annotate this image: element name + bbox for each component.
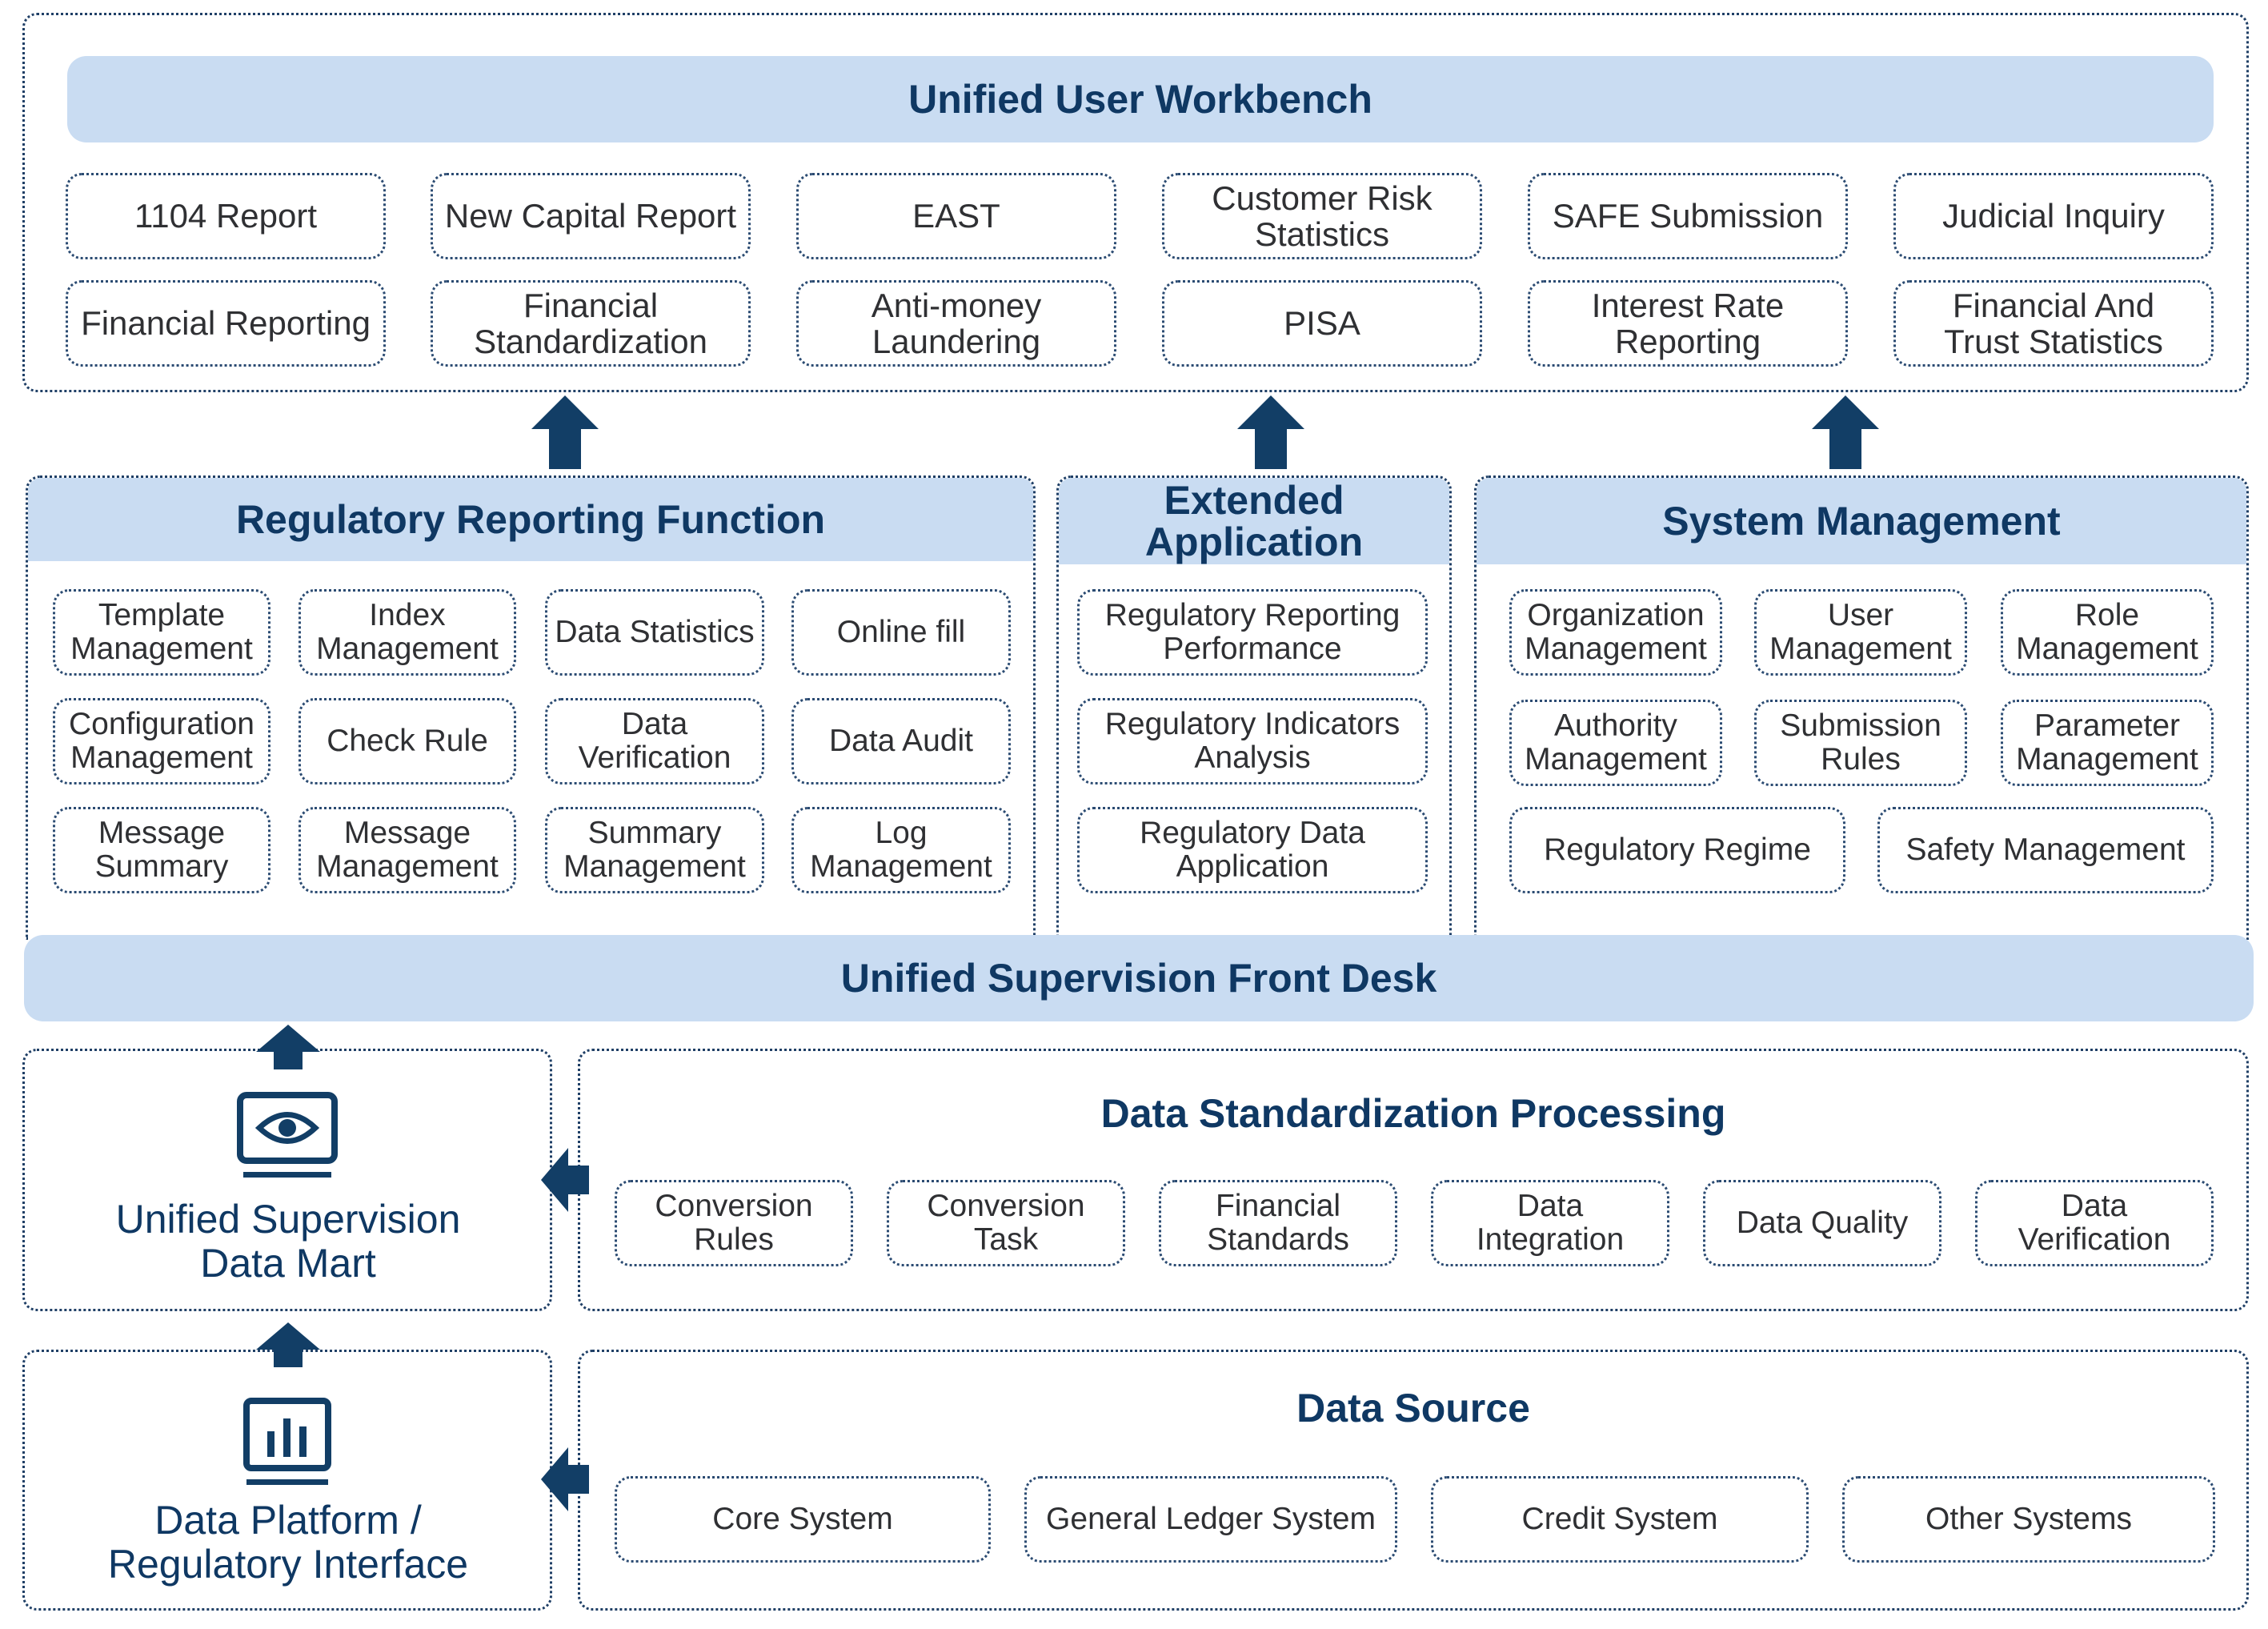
regulatory-item: Check Rule: [299, 698, 516, 784]
workbench-item: Judicial Inquiry: [1893, 173, 2214, 259]
system-item-wide: Regulatory Regime: [1509, 807, 1845, 893]
system-title: System Management: [1477, 478, 2246, 564]
up-arrow-icon: [256, 1025, 320, 1069]
system-item: Organization Management: [1509, 589, 1722, 676]
regulatory-item: Data Statistics: [545, 589, 764, 676]
standardization-panel: [578, 1049, 2249, 1311]
extended-title: Extended Application: [1059, 478, 1449, 564]
regulatory-item: Online fill: [791, 589, 1011, 676]
system-item: Authority Management: [1509, 700, 1722, 786]
bar-chart-monitor-icon: [243, 1398, 331, 1491]
left-arrow-icon: [541, 1447, 589, 1511]
regulatory-title: Regulatory Reporting Function: [28, 478, 1033, 561]
regulatory-item: Message Summary: [53, 807, 270, 893]
left-arrow-icon: [541, 1148, 589, 1212]
extended-item: Regulatory Data Application: [1077, 807, 1428, 893]
extended-item: Regulatory Reporting Performance: [1077, 589, 1428, 676]
workbench-item: Financial Reporting: [66, 280, 386, 367]
standardization-item: Conversion Rules: [615, 1180, 853, 1266]
data-source-item: Other Systems: [1842, 1476, 2215, 1563]
workbench-item: SAFE Submission: [1528, 173, 1848, 259]
regulatory-item: Template Management: [53, 589, 270, 676]
regulatory-item: Configuration Management: [53, 698, 270, 784]
regulatory-item: Data Verification: [545, 698, 764, 784]
data-source-item: Credit System: [1431, 1476, 1809, 1563]
system-item: Parameter Management: [2001, 700, 2214, 786]
regulatory-item: Index Management: [299, 589, 516, 676]
system-item: Role Management: [2001, 589, 2214, 676]
data-mart-title: Unified Supervision Data Mart: [115, 1197, 461, 1286]
front-desk-band: Unified Supervision Front Desk: [24, 935, 2254, 1021]
data-source-item: General Ledger System: [1024, 1476, 1397, 1563]
workbench-item: New Capital Report: [431, 173, 751, 259]
standardization-item: Financial Standards: [1159, 1180, 1397, 1266]
workbench-title: Unified User Workbench: [67, 56, 2214, 142]
standardization-title: Data Standardization Processing: [1100, 1091, 1726, 1136]
platform-title: Data Platform / Regulatory Interface: [107, 1498, 469, 1587]
up-arrow-icon: [1812, 395, 1879, 469]
regulatory-item: Summary Management: [545, 807, 764, 893]
standardization-item: Data Verification: [1975, 1180, 2214, 1266]
workbench-item: Customer Risk Statistics: [1162, 173, 1482, 259]
extended-item: Regulatory Indicators Analysis: [1077, 698, 1428, 784]
workbench-item: PISA: [1162, 280, 1482, 367]
standardization-item: Conversion Task: [887, 1180, 1125, 1266]
data-source-item: Core System: [615, 1476, 991, 1563]
up-arrow-icon: [256, 1322, 320, 1367]
workbench-item: Interest Rate Reporting: [1528, 280, 1848, 367]
standardization-item: Data Integration: [1431, 1180, 1669, 1266]
workbench-item: Financial And Trust Statistics: [1893, 280, 2214, 367]
regulatory-item: Data Audit: [791, 698, 1011, 784]
system-item-wide: Safety Management: [1877, 807, 2214, 893]
regulatory-item: Message Management: [299, 807, 516, 893]
system-item: Submission Rules: [1754, 700, 1967, 786]
workbench-item: Financial Standardization: [431, 280, 751, 367]
eye-monitor-icon: [237, 1092, 338, 1184]
standardization-item: Data Quality: [1703, 1180, 1941, 1266]
data-source-title: Data Source: [1296, 1386, 1530, 1430]
system-item: User Management: [1754, 589, 1967, 676]
platform-panel: [22, 1350, 552, 1611]
workbench-item: Anti-money Laundering: [796, 280, 1116, 367]
regulatory-item: Log Management: [791, 807, 1011, 893]
up-arrow-icon: [531, 395, 599, 469]
workbench-item: EAST: [796, 173, 1116, 259]
up-arrow-icon: [1237, 395, 1304, 469]
workbench-item: 1104 Report: [66, 173, 386, 259]
